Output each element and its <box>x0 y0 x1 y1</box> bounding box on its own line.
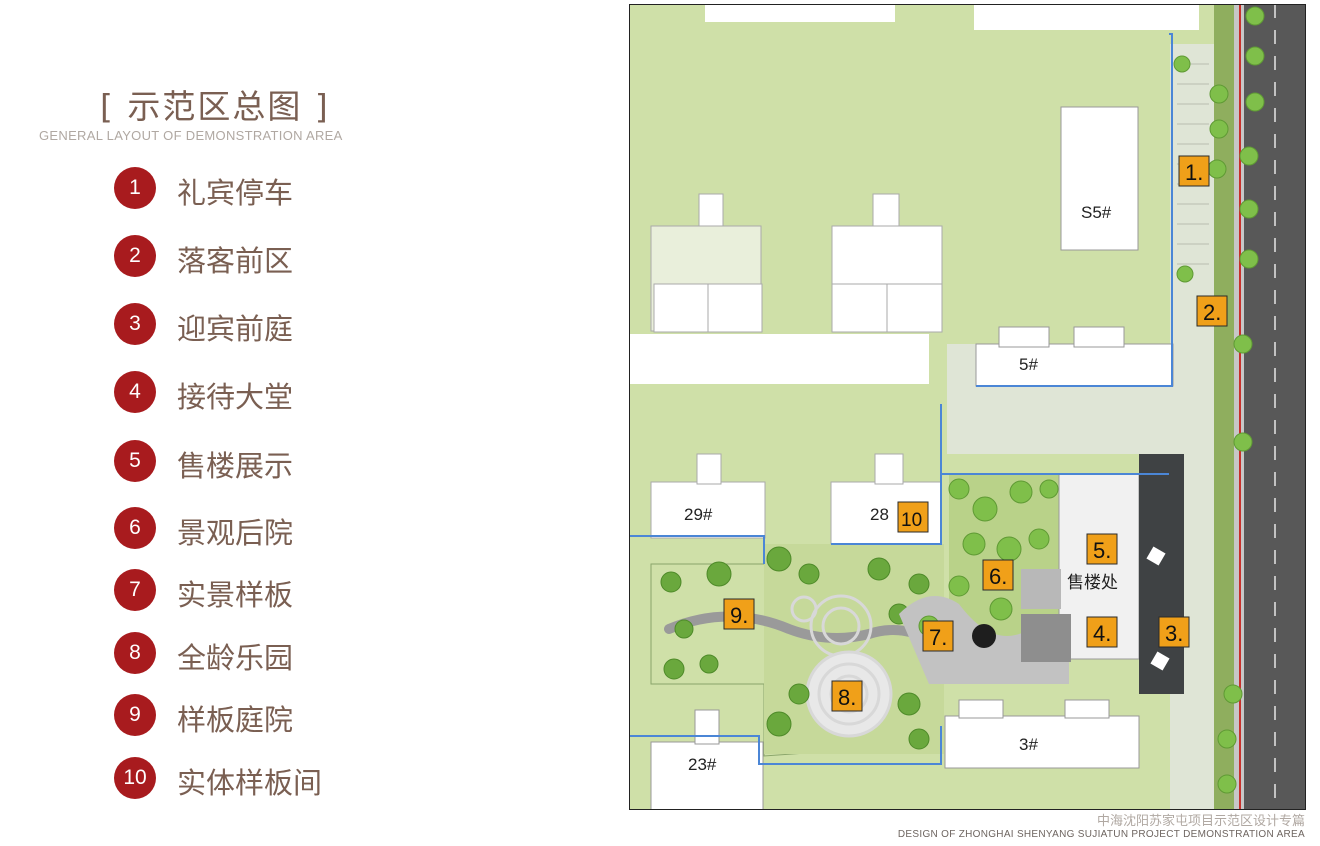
building-23 <box>650 741 764 810</box>
legend-number-badge: 2 <box>114 235 156 277</box>
marker-7: 7. <box>922 620 954 652</box>
building-3-wing <box>958 699 1004 719</box>
svg-text:1.: 1. <box>1185 160 1203 185</box>
building-unit <box>886 283 943 333</box>
plaza-feature <box>1146 546 1166 566</box>
legend-label: 实体样板间 <box>177 766 323 800</box>
building-core <box>696 453 722 485</box>
svg-text:7.: 7. <box>929 625 947 650</box>
marker-8: 8. <box>831 680 863 712</box>
footer-title-cn: 中海沈阳苏家屯项目示范区设计专篇 <box>1096 814 1305 829</box>
legend-item-7: 7 实景样板 <box>114 569 414 613</box>
building-label: 3# <box>1019 735 1038 754</box>
svg-text:8.: 8. <box>838 685 856 710</box>
legend-label: 景观后院 <box>177 516 294 550</box>
marker-9: 9. <box>723 598 755 630</box>
sales-court-dark <box>1021 614 1071 662</box>
marker-3: 3. <box>1158 616 1190 648</box>
sales-center-label: 售楼处 <box>1067 573 1118 592</box>
legend-label: 全龄乐园 <box>177 641 294 675</box>
building-unit <box>707 283 763 333</box>
legend-item-2: 2 落客前区 <box>114 235 414 279</box>
legend-label: 迎宾前庭 <box>177 312 294 346</box>
building-s5 <box>1060 106 1139 251</box>
water-feature <box>972 624 996 648</box>
road-plot <box>629 334 929 384</box>
legend-item-3: 3 迎宾前庭 <box>114 303 414 347</box>
legend-label: 售楼展示 <box>177 449 294 483</box>
marker-5: 5. <box>1086 533 1118 565</box>
legend-item-8: 8 全龄乐园 <box>114 632 414 676</box>
site-plan-svg: S5# 5# 29# 28 <box>629 4 1306 810</box>
building-core <box>872 193 900 227</box>
legend-item-5: 5 售楼展示 <box>114 440 414 484</box>
marker-10: 10 <box>897 501 929 533</box>
legend-number-badge: 6 <box>114 507 156 549</box>
legend-number-badge: 7 <box>114 569 156 611</box>
building-3 <box>944 715 1140 769</box>
boundary-line <box>629 33 1173 765</box>
svg-text:4.: 4. <box>1093 621 1111 646</box>
svg-text:6.: 6. <box>989 564 1007 589</box>
median-green <box>1214 4 1234 810</box>
building-3-wing <box>1064 699 1110 719</box>
sales-court <box>1021 569 1061 609</box>
street-trees <box>1173 6 1265 794</box>
svg-text:2.: 2. <box>1203 300 1221 325</box>
page-title: [ 示范区总图 ] <box>100 87 330 126</box>
svg-text:3.: 3. <box>1165 621 1183 646</box>
top-plot <box>974 4 1199 30</box>
legend-item-9: 9 样板庭院 <box>114 694 414 738</box>
legend-number-badge: 9 <box>114 694 156 736</box>
legend-number-badge: 3 <box>114 303 156 345</box>
legend-number-badge: 8 <box>114 632 156 674</box>
building-5-wing <box>998 326 1050 348</box>
building-label: 28 <box>870 505 889 524</box>
marker-2: 2. <box>1196 295 1228 327</box>
building-29 <box>650 481 766 539</box>
marker-1: 1. <box>1178 155 1210 187</box>
legend-number-badge: 5 <box>114 440 156 482</box>
building-label: 5# <box>1019 355 1038 374</box>
legend-item-10: 10 实体样板间 <box>114 757 414 801</box>
svg-text:10: 10 <box>901 510 922 531</box>
building-core <box>694 709 720 745</box>
top-plot <box>705 4 895 22</box>
building-unit <box>653 283 709 333</box>
legend-label: 落客前区 <box>177 244 294 278</box>
building-unit <box>831 283 888 333</box>
svg-text:5.: 5. <box>1093 538 1111 563</box>
legend-item-1: 1 礼宾停车 <box>114 167 414 211</box>
building-label: S5# <box>1081 203 1112 222</box>
map-frame <box>629 4 1306 810</box>
legend-number-badge: 10 <box>114 757 156 799</box>
legend-label: 礼宾停车 <box>177 176 294 210</box>
plaza-feature <box>1150 651 1170 671</box>
legend-item-4: 4 接待大堂 <box>114 371 414 415</box>
building-core <box>698 193 724 227</box>
legend-label: 样板庭院 <box>177 703 294 737</box>
legend-item-6: 6 景观后院 <box>114 507 414 551</box>
marker-4: 4. <box>1086 616 1118 648</box>
marker-6: 6. <box>982 559 1014 591</box>
footer-title-en: DESIGN OF ZHONGHAI SHENYANG SUJIATUN PRO… <box>897 829 1305 840</box>
building-label: 29# <box>684 505 713 524</box>
building-label: 23# <box>688 755 717 774</box>
legend-label: 实景样板 <box>177 578 294 612</box>
building-core <box>874 453 904 485</box>
building-5 <box>975 343 1174 387</box>
page-subtitle: GENERAL LAYOUT OF DEMONSTRATION AREA <box>39 128 343 143</box>
legend-number-badge: 1 <box>114 167 156 209</box>
legend-number-badge: 4 <box>114 371 156 413</box>
legend-label: 接待大堂 <box>177 380 294 414</box>
building-5-wing <box>1073 326 1125 348</box>
svg-text:9.: 9. <box>730 603 748 628</box>
site-plan-map: S5# 5# 29# 28 <box>629 4 1306 810</box>
